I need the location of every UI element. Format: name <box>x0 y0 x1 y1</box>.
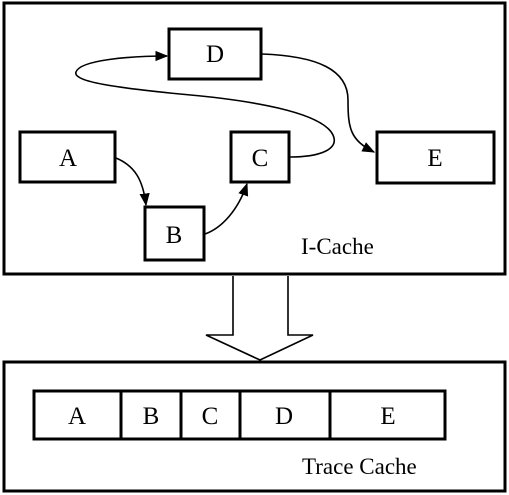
trace-segment-d-label: D <box>275 403 293 430</box>
icache-block-d: D <box>167 27 263 81</box>
flow-arrow-c-to-d <box>75 50 336 158</box>
icache-block-c: C <box>229 130 291 184</box>
trace-segment-b: B <box>119 389 183 441</box>
trace-cache-panel: A B C D E Trace Cache <box>2 360 507 493</box>
icache-panel: A B C D E I-Cache <box>2 1 507 276</box>
trace-segment-c: C <box>179 389 242 441</box>
trace-segment-b-label: B <box>143 403 160 430</box>
fill-down-arrow <box>205 276 314 361</box>
trace-cache-label: Trace Cache <box>302 454 417 479</box>
icache-label: I-Cache <box>301 234 374 259</box>
flow-arrow-a-to-b <box>115 157 150 207</box>
trace-segment-d: D <box>238 389 332 441</box>
trace-segment-a-label: A <box>68 403 86 430</box>
trace-segment-e-label: E <box>380 403 395 430</box>
icache-block-e: E <box>375 130 496 185</box>
flow-arrow-b-to-c <box>204 182 249 235</box>
icache-block-e-label: E <box>427 145 442 172</box>
trace-segment-e: E <box>328 389 447 441</box>
icache-block-b: B <box>143 205 206 262</box>
icache-block-a-label: A <box>59 145 77 172</box>
flow-arrow-d-to-e <box>261 53 376 153</box>
trace-segment-c-label: C <box>202 403 219 430</box>
icache-block-d-label: D <box>206 41 224 68</box>
icache-block-a: A <box>18 130 117 184</box>
trace-line: A B C D E <box>32 389 447 441</box>
icache-block-c-label: C <box>252 145 269 172</box>
icache-block-b-label: B <box>166 222 183 249</box>
trace-segment-a: A <box>32 389 123 441</box>
